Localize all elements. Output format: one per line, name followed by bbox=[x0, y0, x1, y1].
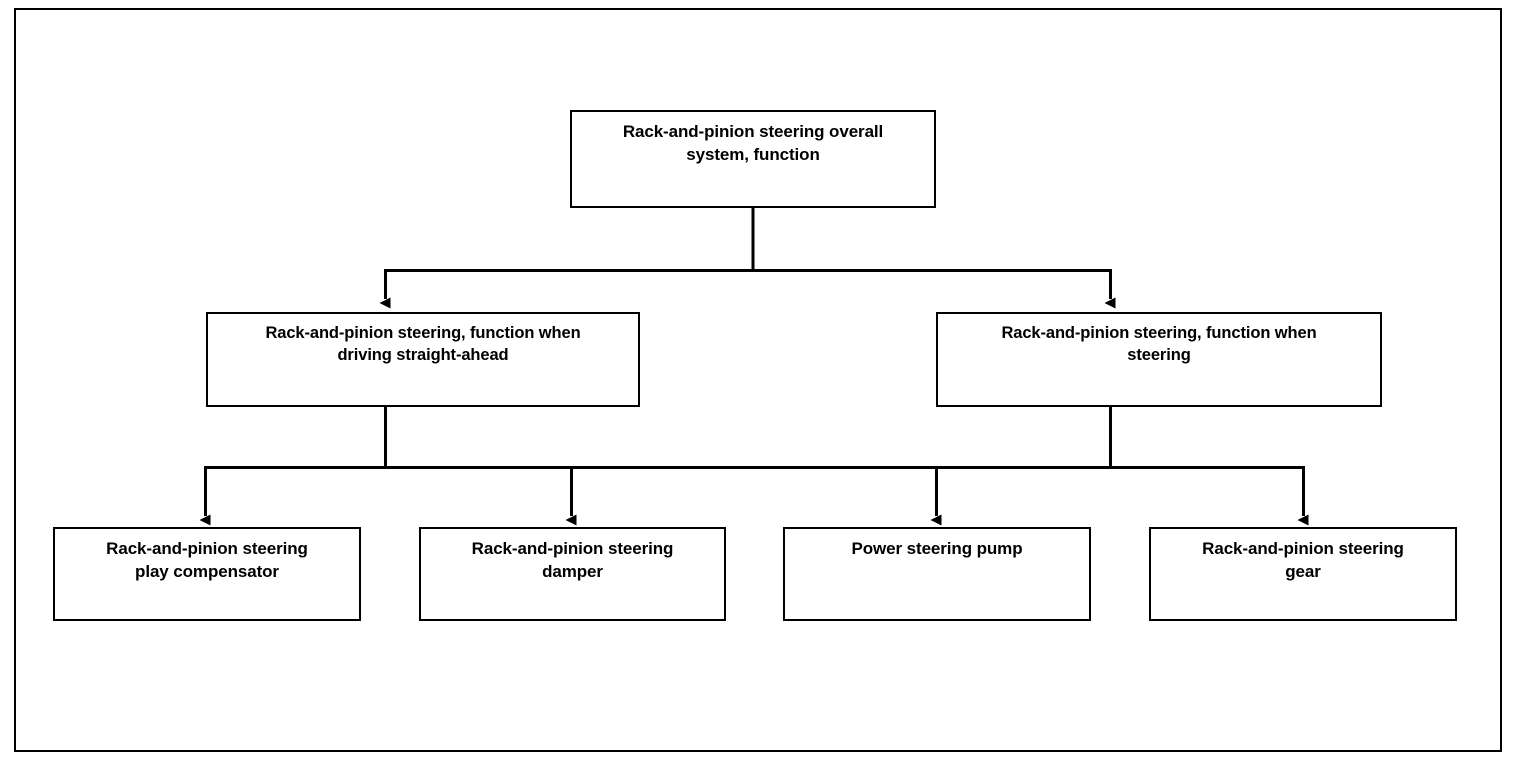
node-gear-label: Rack-and-pinion steering gear bbox=[1202, 539, 1404, 581]
node-root-label: Rack-and-pinion steering overall system,… bbox=[622, 122, 884, 164]
edge-group-level2-to-level3 bbox=[199, 407, 1309, 526]
node-steering-function-when-steering[interactable]: Rack-and-pinion steering, function when … bbox=[936, 312, 1382, 407]
node-root-overall-system[interactable]: Rack-and-pinion steering overall system,… bbox=[570, 110, 936, 208]
node-pump-label: Power steering pump bbox=[851, 539, 1023, 558]
node-damper-label: Rack-and-pinion steering damper bbox=[471, 539, 674, 581]
node-steering-damper[interactable]: Rack-and-pinion steering damper bbox=[419, 527, 726, 621]
node-steering-function-driving-straight-ahead[interactable]: Rack-and-pinion steering, function when … bbox=[206, 312, 640, 407]
node-steering-label: Rack-and-pinion steering, function when … bbox=[1001, 324, 1317, 364]
node-straight-label: Rack-and-pinion steering, function when … bbox=[265, 324, 581, 364]
edge-group-root-to-level2 bbox=[379, 208, 1116, 309]
node-power-steering-pump[interactable]: Power steering pump bbox=[783, 527, 1091, 621]
node-play-compensator[interactable]: Rack-and-pinion steering play compensato… bbox=[53, 527, 361, 621]
node-play-compensator-label: Rack-and-pinion steering play compensato… bbox=[106, 539, 308, 581]
node-steering-gear[interactable]: Rack-and-pinion steering gear bbox=[1149, 527, 1457, 621]
